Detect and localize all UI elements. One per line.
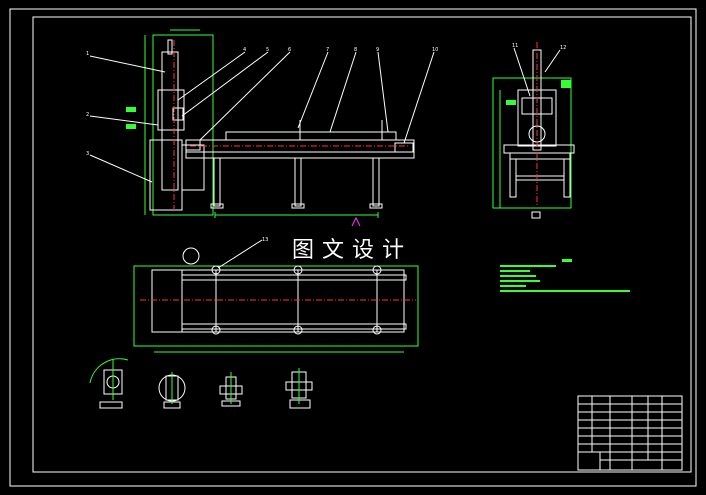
detail-view-a	[89, 358, 129, 409]
watermark-text: 图文设计	[292, 238, 413, 263]
detail-view-d	[285, 368, 313, 409]
technical-notes	[500, 259, 630, 292]
svg-text:8: 8	[354, 47, 357, 53]
detail-view-b	[158, 372, 186, 409]
svg-text:13: 13	[262, 237, 268, 243]
sheet-frame	[9, 8, 697, 487]
front-view: 1 2 3 4 5 6 7 8 9 10	[86, 29, 438, 227]
svg-text:2: 2	[86, 112, 89, 118]
svg-text:3: 3	[86, 151, 89, 157]
svg-text:11: 11	[512, 43, 518, 49]
svg-text:5: 5	[266, 47, 269, 53]
svg-text:10: 10	[432, 47, 438, 53]
svg-text:12: 12	[560, 45, 566, 51]
svg-text:4: 4	[243, 47, 246, 53]
svg-text:6: 6	[288, 47, 291, 53]
side-view: 11 12	[492, 42, 575, 219]
svg-text:9: 9	[376, 47, 379, 53]
top-view: 13	[133, 237, 419, 353]
svg-text:7: 7	[326, 47, 329, 53]
detail-view-c	[219, 372, 243, 407]
detail-views	[89, 358, 313, 409]
svg-text:1: 1	[86, 51, 89, 57]
title-block	[577, 395, 683, 471]
